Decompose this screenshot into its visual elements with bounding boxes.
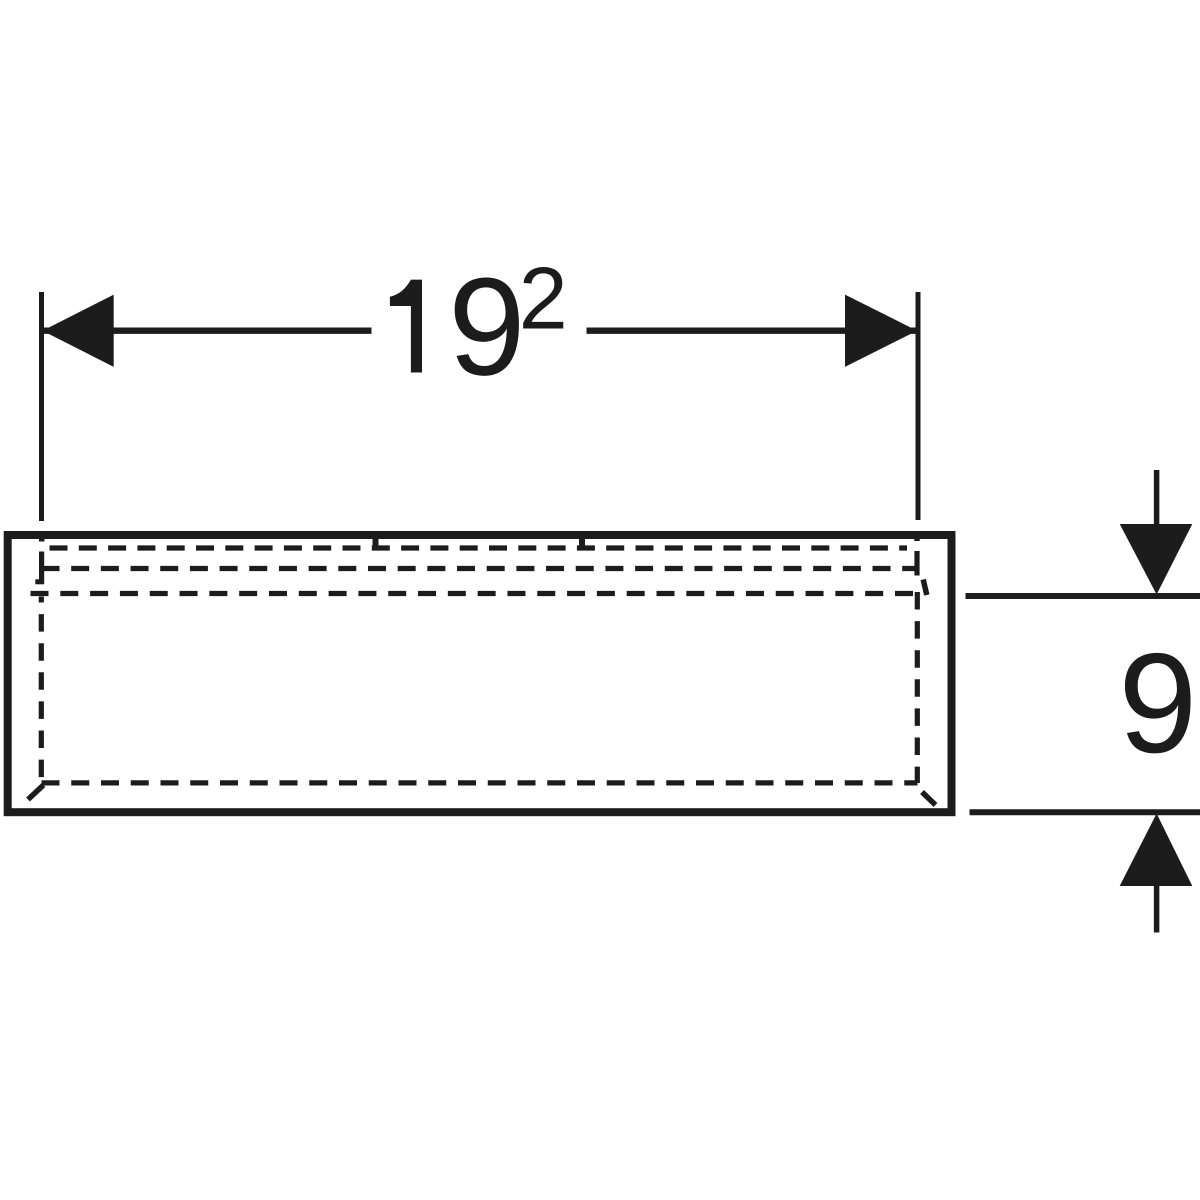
svg-text:2: 2 xyxy=(519,249,568,348)
svg-text:9: 9 xyxy=(1118,624,1197,783)
svg-text:9: 9 xyxy=(448,250,525,405)
